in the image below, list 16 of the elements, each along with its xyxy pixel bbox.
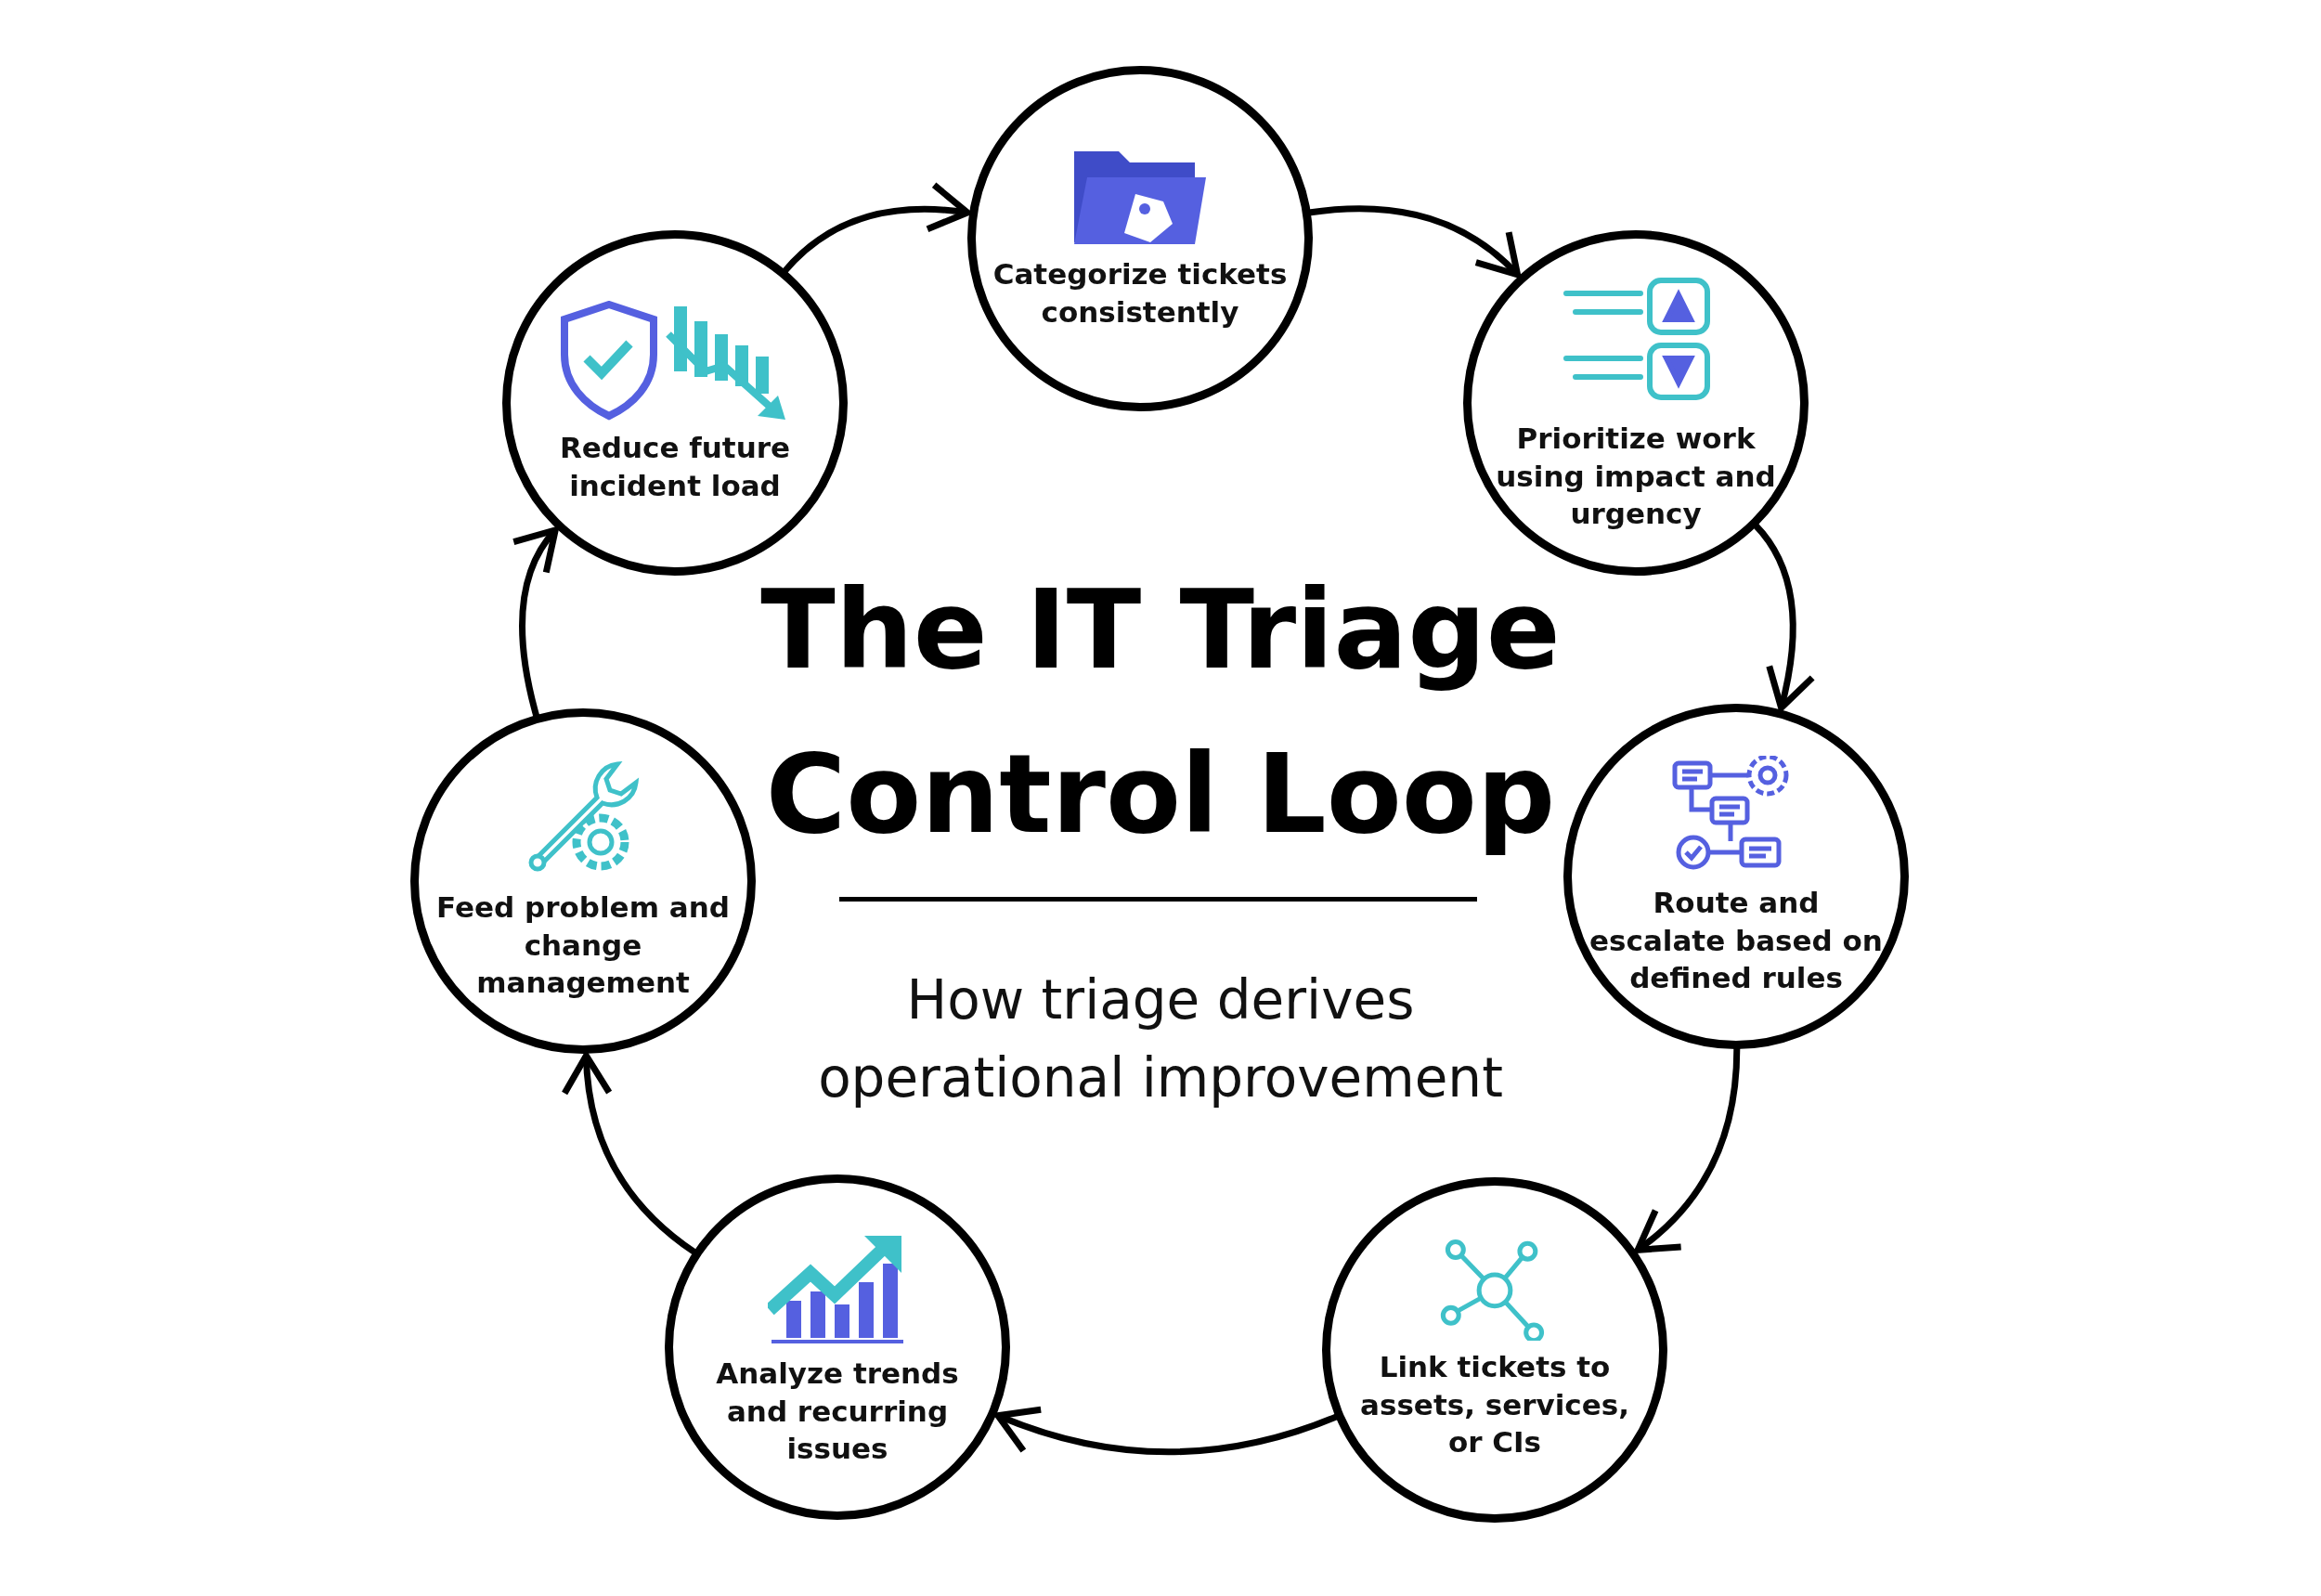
arrow	[563, 1052, 697, 1256]
step-label: Feed problem and change management	[435, 889, 731, 1002]
step-label: Route and escalate based on defined rules	[1588, 884, 1884, 997]
subtitle: How triage derives operational improvement	[817, 967, 1504, 1112]
arrow	[1634, 1046, 1741, 1253]
arrow	[994, 1405, 1339, 1456]
step-label: Categorize tickets consistently	[992, 256, 1289, 331]
step-label: Link tickets to assets, services, or CIs	[1359, 1348, 1630, 1461]
step-label: Analyze trends and recurring issues	[715, 1355, 960, 1468]
arrow	[1308, 205, 1522, 279]
arrow	[1753, 523, 1815, 711]
title: The IT Triage Control Loop	[759, 564, 1562, 860]
step-label: Prioritize work using impact and urgency	[1495, 420, 1777, 533]
arrow	[782, 182, 971, 274]
step-label: Reduce future incident load	[558, 430, 792, 504]
arrow	[511, 526, 559, 718]
